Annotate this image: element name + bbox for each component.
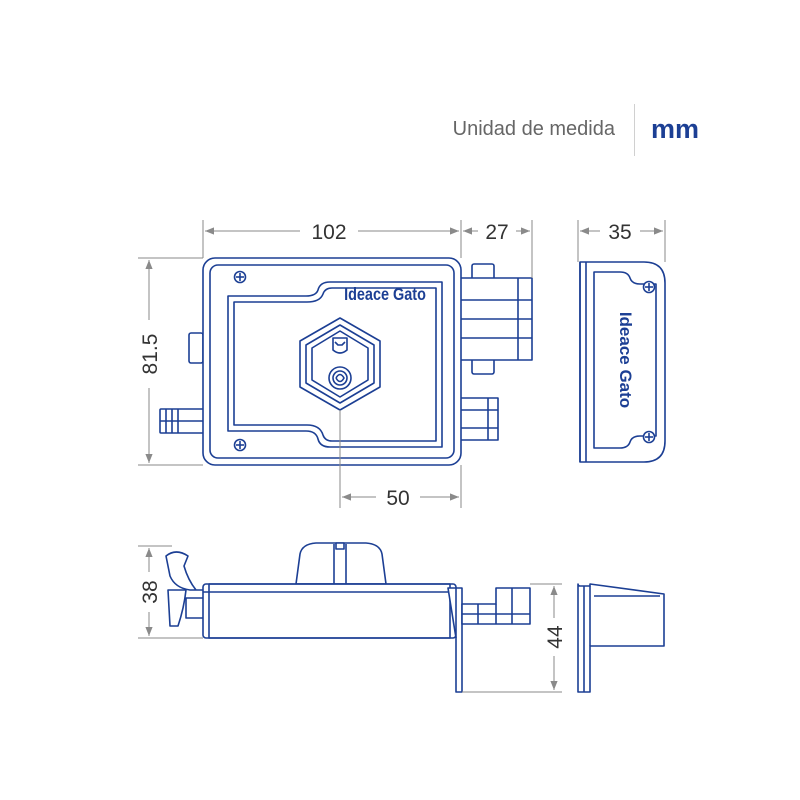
header-divider bbox=[634, 104, 635, 156]
dim-width: 102 bbox=[311, 221, 346, 244]
turn-knob bbox=[295, 542, 387, 585]
dimension-lines bbox=[138, 220, 666, 693]
cat-logo-icon bbox=[332, 337, 348, 354]
dead-bolt bbox=[459, 263, 533, 375]
hook-latch bbox=[165, 551, 206, 591]
front-view-lock: Ideace Gato bbox=[159, 257, 533, 466]
dim-keeper-width: 35 bbox=[608, 221, 631, 244]
face-plate-inner bbox=[233, 287, 437, 442]
brand-name-keeper: Ideace Gato bbox=[616, 312, 635, 408]
lock-bottom-view bbox=[165, 542, 665, 693]
dim-height: 81.5 bbox=[139, 334, 162, 375]
screw-icon bbox=[233, 438, 247, 452]
bottom-bolt bbox=[461, 587, 531, 625]
face-plate bbox=[227, 281, 443, 448]
keeper-side-view: Ideace Gato bbox=[579, 261, 666, 463]
keeper-profile bbox=[577, 583, 665, 693]
unit-of-measure-value: mm bbox=[651, 114, 700, 144]
dim-knob-depth: 38 bbox=[139, 580, 162, 603]
left-latch bbox=[188, 332, 204, 364]
dim-bolt-throw: 27 bbox=[485, 221, 508, 244]
dimension-labels: 102 27 35 81.5 50 38 44 bbox=[139, 221, 632, 649]
dim-body-depth: 44 bbox=[544, 625, 567, 649]
lock-body-inner bbox=[209, 264, 455, 459]
brand-name-front: Ideace Gato bbox=[344, 285, 426, 305]
unit-of-measure-label: Unidad de medida bbox=[452, 118, 615, 140]
lower-bolt bbox=[459, 397, 499, 441]
dim-key-offset: 50 bbox=[386, 487, 409, 510]
slide-bolt bbox=[159, 408, 205, 434]
screw-icon bbox=[642, 430, 656, 444]
screw-icon bbox=[233, 270, 247, 284]
screw-icon bbox=[642, 280, 656, 294]
